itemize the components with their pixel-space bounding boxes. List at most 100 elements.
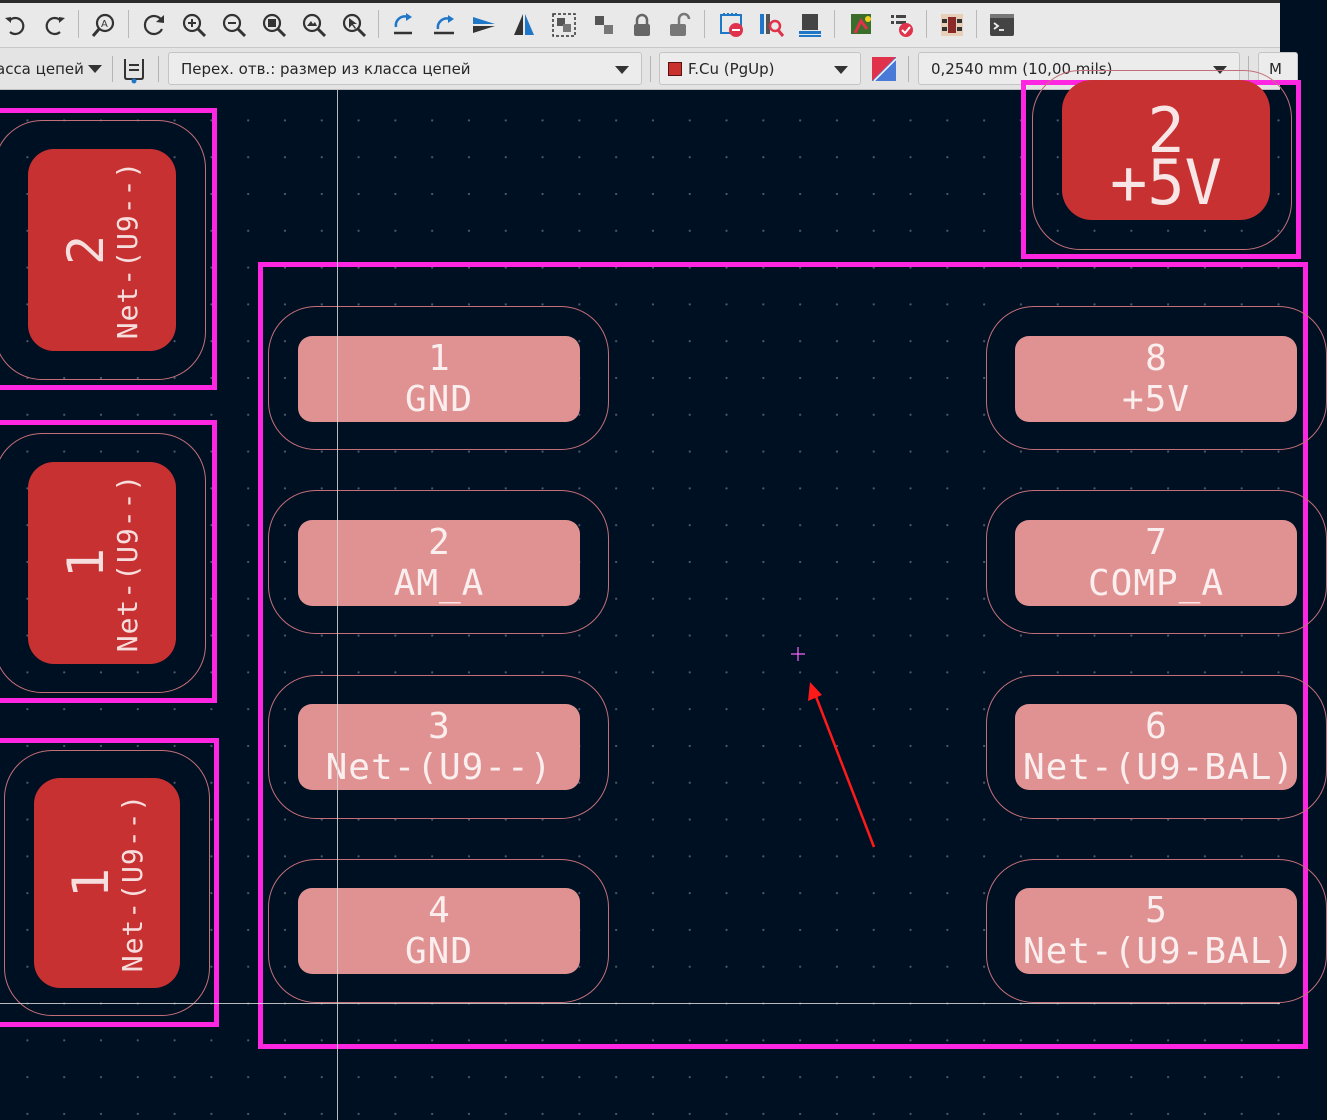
zoom-value: M (1269, 59, 1282, 78)
toolbar-separator (158, 56, 159, 82)
pad-number: 1 (428, 338, 450, 379)
pad-clearance (0, 120, 206, 380)
pad[interactable]: 2 Net-(U9--) (28, 149, 176, 351)
zoom-in-icon[interactable] (178, 8, 210, 42)
pad-net: Net-(U9--) (325, 747, 553, 788)
pad-clearance (268, 306, 609, 450)
pad-number: 2 (1147, 94, 1185, 167)
redo-icon[interactable] (38, 8, 70, 42)
chevron-down-icon (615, 66, 629, 74)
pad-clearance (1032, 70, 1292, 250)
lock-icon[interactable] (626, 8, 658, 42)
toolbar-separator (908, 56, 909, 82)
pad-net: AM_A (393, 563, 485, 604)
route-track-icon[interactable] (388, 8, 420, 42)
refresh-icon[interactable] (138, 8, 170, 42)
ic-pad[interactable]: 1 GND (298, 336, 580, 422)
pcb-canvas[interactable]: 2 Net-(U9--) 1 Net-(U9--) 1 Net-(U9--) 2… (0, 70, 1327, 1120)
auto-width-icon[interactable] (118, 52, 150, 86)
pad-number: 8 (1145, 338, 1167, 379)
pad-number: 4 (428, 890, 450, 931)
ic-pad[interactable]: 8 +5V (1015, 336, 1297, 422)
pad-net: Net-(U9-BAL) (1023, 747, 1296, 788)
ungroup-icon[interactable] (588, 8, 620, 42)
pad-clearance (4, 750, 210, 1016)
board-setup-icon[interactable] (794, 8, 826, 42)
footprint-outline (0, 420, 217, 703)
via-size-select[interactable]: Перех. отв.: размер из класса цепей (168, 52, 642, 85)
cursor-guide-horizontal (0, 1003, 1280, 1004)
pad-clearance (0, 433, 206, 693)
toolbar-separator (650, 56, 651, 82)
ic-footprint-outline (258, 262, 1308, 1049)
pad-clearance (268, 490, 609, 634)
toolbar-separator (704, 10, 705, 38)
main-toolbar: A (0, 0, 1280, 48)
zoom-out-icon[interactable] (218, 8, 250, 42)
pad-net: +5V (1110, 146, 1222, 219)
track-width-value: асса цепей (0, 59, 84, 78)
group-icon[interactable] (548, 8, 580, 42)
route-diff-pair-icon[interactable] (428, 8, 460, 42)
pad-net: COMP_A (1087, 563, 1225, 604)
pad-number: 3 (428, 706, 450, 747)
crosshair-cursor-icon (791, 647, 805, 661)
pad-number: 2 (428, 522, 450, 563)
toolbar-separator (1248, 56, 1249, 82)
annotation-arrow-icon (808, 682, 876, 848)
pad-clearance (268, 859, 609, 1003)
flip-icon[interactable] (468, 8, 500, 42)
mirror-icon[interactable] (508, 8, 540, 42)
chevron-down-icon (88, 65, 102, 73)
layer-select[interactable]: F.Cu (PgUp) (659, 52, 861, 85)
unlock-icon[interactable] (664, 8, 696, 42)
options-toolbar: асса цепей Перех. отв.: размер из класса… (0, 48, 1298, 90)
ic-pad[interactable]: 7 COMP_A (1015, 520, 1297, 606)
toolbar-separator (926, 10, 927, 38)
pad-clearance (268, 675, 609, 819)
svg-text:A: A (101, 19, 108, 30)
ic-pad[interactable]: 5 Net-(U9-BAL) (1015, 888, 1297, 974)
zoom-objects-icon[interactable] (298, 8, 330, 42)
pad-number: 5 (1145, 890, 1167, 931)
pad-number: 6 (1145, 706, 1167, 747)
window-top-edge (0, 0, 1280, 3)
pad[interactable]: 2 +5V (1062, 80, 1270, 220)
toolbar-separator (976, 10, 977, 38)
scripting-icon[interactable] (846, 8, 878, 42)
pad-net: +5V (1121, 379, 1191, 420)
pad-net: Net-(U9-BAL) (1023, 931, 1296, 972)
find-icon[interactable]: A (88, 8, 120, 42)
toolbar-separator (78, 10, 79, 38)
layer-color-swatch (668, 61, 682, 76)
toolbar-separator (112, 56, 113, 82)
chevron-down-icon (834, 66, 848, 74)
via-size-value: Перех. отв.: размер из класса цепей (181, 59, 471, 78)
drc-icon[interactable] (716, 8, 748, 42)
cursor-guide-vertical (337, 90, 338, 1120)
toolbar-separator (128, 10, 129, 38)
pad[interactable]: 1 Net-(U9--) (34, 778, 180, 988)
ic-pad[interactable]: 6 Net-(U9-BAL) (1015, 704, 1297, 790)
toolbar-separator (834, 10, 835, 38)
layer-value: F.Cu (PgUp) (688, 59, 775, 78)
pad[interactable]: 1 Net-(U9--) (28, 462, 176, 664)
pad-net: GND (404, 379, 474, 420)
ic-pad[interactable]: 4 GND (298, 888, 580, 974)
console-icon[interactable] (986, 8, 1018, 42)
ic-pad[interactable]: 2 AM_A (298, 520, 580, 606)
canvas-overlay (791, 647, 876, 848)
footprint-outline (0, 108, 217, 390)
net-inspector-icon[interactable] (755, 8, 787, 42)
track-width-select[interactable]: асса цепей (0, 52, 108, 85)
checklist-icon[interactable] (886, 8, 918, 42)
pad-net: GND (404, 931, 474, 972)
ic-pad[interactable]: 3 Net-(U9--) (298, 704, 580, 790)
undo-icon[interactable] (0, 8, 32, 42)
layer-pair-icon[interactable] (868, 52, 900, 86)
footprint-outline (0, 738, 219, 1027)
pad-number: 7 (1145, 522, 1167, 563)
zoom-fit-icon[interactable] (258, 8, 290, 42)
footprint-editor-icon[interactable] (936, 8, 968, 42)
zoom-selection-icon[interactable] (338, 8, 370, 42)
